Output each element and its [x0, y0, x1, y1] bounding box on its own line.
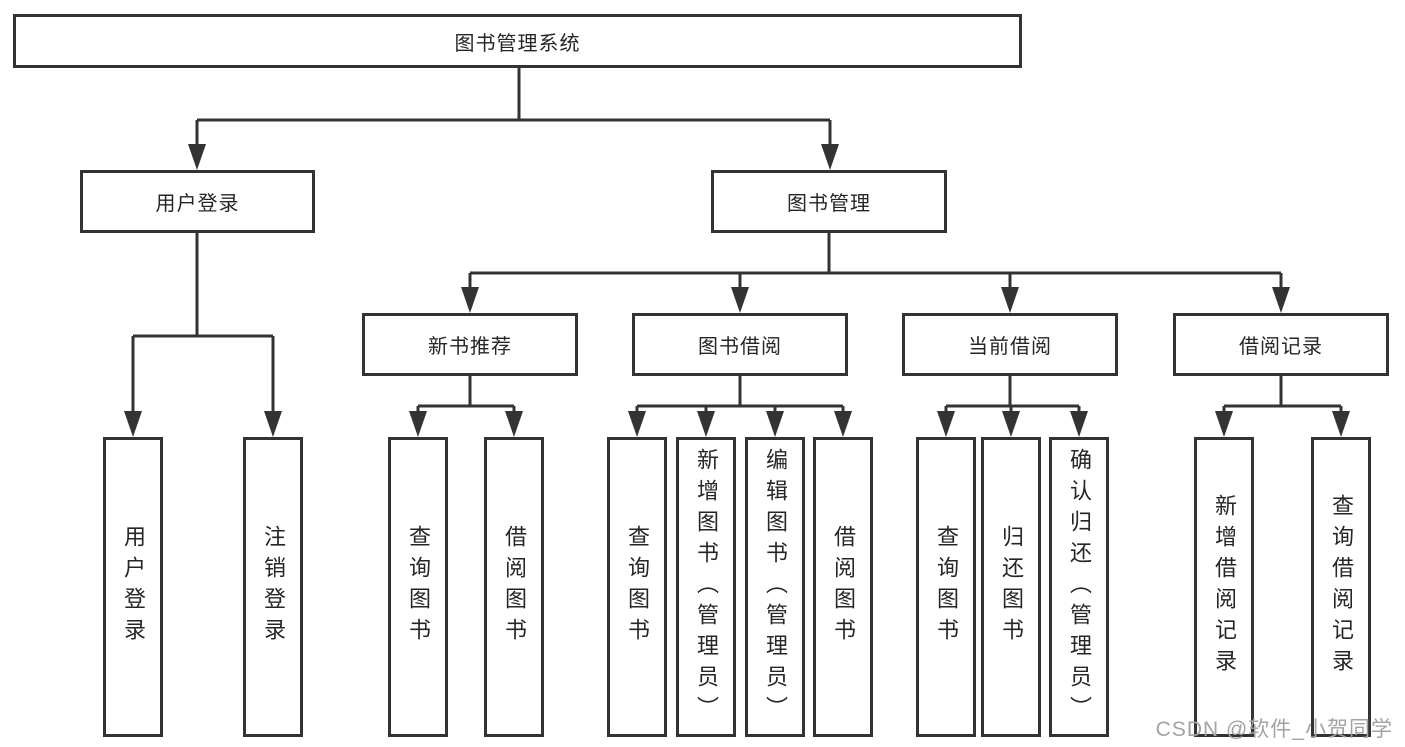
node-label: 新增借阅记录 [1212, 494, 1237, 680]
node-book-management-branch: 图书管理 [711, 170, 947, 233]
leaf-add-books-admin: 新增图书（管理员） [676, 437, 736, 737]
leaf-return-books: 归还图书 [981, 437, 1041, 737]
node-borrowing-records: 借阅记录 [1173, 313, 1389, 376]
node-label: 借阅图书 [502, 525, 527, 649]
node-label: 归还图书 [999, 525, 1024, 649]
node-label: 查询图书 [625, 525, 650, 649]
node-label: 查询图书 [406, 525, 431, 649]
leaf-user-login: 用户登录 [103, 437, 163, 737]
node-label: 注销登录 [261, 525, 286, 649]
leaf-query-borrow-record: 查询借阅记录 [1311, 437, 1371, 737]
leaf-borrow-books-2: 借阅图书 [813, 437, 873, 737]
node-current-borrowing: 当前借阅 [902, 313, 1118, 376]
node-label: 用户登录 [121, 525, 146, 649]
leaf-add-borrow-record: 新增借阅记录 [1194, 437, 1254, 737]
csdn-watermark: CSDN @软件_小贺同学 [1155, 718, 1393, 741]
node-label: 编辑图书（管理员） [763, 447, 788, 727]
leaf-borrow-books-1: 借阅图书 [484, 437, 544, 737]
leaf-query-books-3: 查询图书 [916, 437, 976, 737]
node-label: 查询图书 [934, 525, 959, 649]
leaf-edit-books-admin: 编辑图书（管理员） [745, 437, 805, 737]
node-root-label: 图书管理系统 [454, 32, 581, 55]
leaf-query-books-2: 查询图书 [607, 437, 667, 737]
node-user-login-branch: 用户登录 [80, 170, 315, 233]
node-label: 当前借阅 [968, 336, 1052, 358]
node-label: 图书借阅 [698, 336, 782, 358]
node-label: 新书推荐 [428, 336, 512, 358]
node-label: 借阅图书 [831, 525, 856, 649]
node-label: 确认归还（管理员） [1067, 447, 1092, 727]
leaf-query-books-1: 查询图书 [388, 437, 448, 737]
node-root: 图书管理系统 [13, 14, 1022, 68]
node-label: 图书管理 [787, 193, 871, 215]
node-label: 查询借阅记录 [1329, 494, 1354, 680]
node-book-borrowing: 图书借阅 [632, 313, 848, 376]
leaf-logout: 注销登录 [243, 437, 303, 737]
node-label: 借阅记录 [1239, 336, 1323, 358]
leaf-confirm-return-admin: 确认归还（管理员） [1049, 437, 1109, 737]
node-label: 新增图书（管理员） [694, 447, 719, 727]
node-label: 用户登录 [155, 193, 240, 215]
node-new-book-recommend: 新书推荐 [362, 313, 578, 376]
